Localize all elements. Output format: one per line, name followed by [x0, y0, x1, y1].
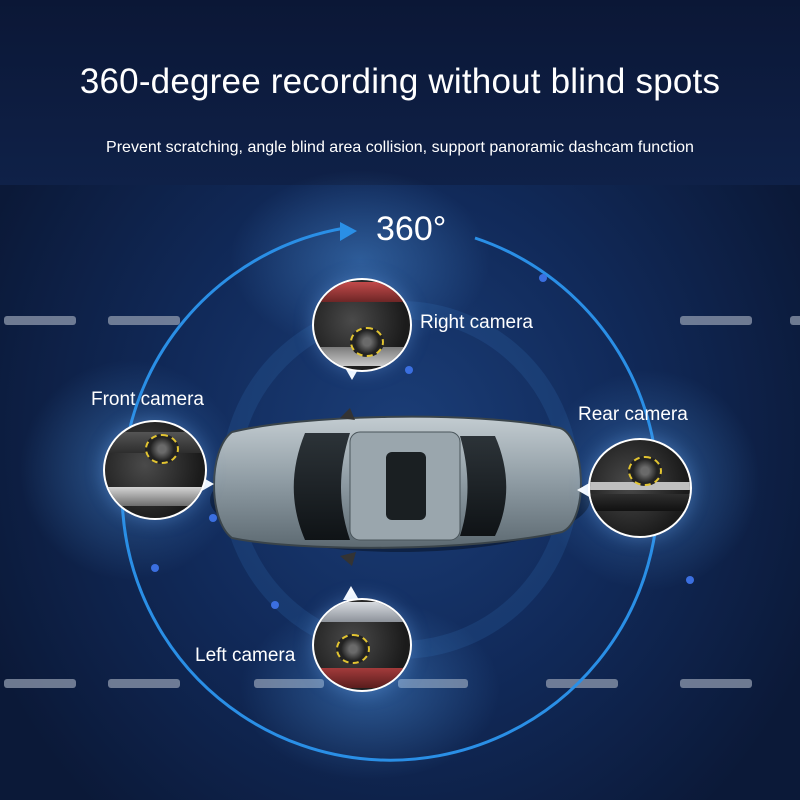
rear-camera-label: Rear camera: [578, 404, 688, 425]
header-band: [0, 0, 800, 185]
page-subtitle: Prevent scratching, angle blind area col…: [106, 139, 694, 156]
callout-pointer: [343, 586, 359, 600]
ring-dot: [539, 274, 547, 282]
left-camera-label: Left camera: [195, 645, 296, 666]
glow-top: [230, 170, 490, 350]
camera-lens-icon: [628, 456, 662, 486]
camera-lens-icon: [336, 634, 370, 664]
front-camera-view: [103, 420, 207, 520]
right-camera-view: [312, 278, 412, 372]
left-camera-view: [312, 598, 412, 692]
lane-marking: [108, 316, 180, 325]
lane-marking: [4, 679, 76, 688]
ring-dot: [686, 576, 694, 584]
front-camera-label: Front camera: [91, 389, 204, 410]
lane-marking: [680, 679, 752, 688]
coverage-ring: [120, 226, 660, 762]
ring-dot: [405, 366, 413, 374]
lane-marking: [108, 679, 180, 688]
rear-camera-view: [588, 438, 692, 538]
car-illustration: [210, 408, 590, 566]
ring-dot: [271, 601, 279, 609]
lane-marking: [680, 316, 752, 325]
ring-arrow-icon: [340, 222, 357, 241]
camera-lens-icon: [145, 434, 179, 464]
lane-marking: [790, 316, 800, 325]
lane-marking: [546, 679, 618, 688]
camera-lens-icon: [350, 327, 384, 357]
ring-dot: [209, 514, 217, 522]
callout-pointer: [577, 482, 591, 498]
lane-marking: [4, 316, 76, 325]
rotation-degree-label: 360°: [376, 210, 447, 248]
right-camera-label: Right camera: [420, 312, 533, 333]
page-title: 360-degree recording without blind spots: [79, 62, 721, 101]
ring-dot: [151, 564, 159, 572]
